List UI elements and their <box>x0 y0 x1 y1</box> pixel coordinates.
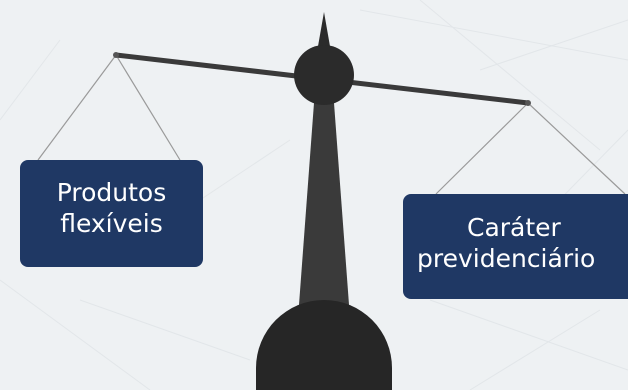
beam-end-left <box>113 52 119 58</box>
beam-end-right <box>525 100 531 106</box>
left-label-line2: flexíveis <box>20 208 203 239</box>
left-cord-outer <box>38 55 116 160</box>
scale-pivot <box>294 45 354 105</box>
right-label-line1: Caráter <box>417 212 628 243</box>
right-cord-outer <box>436 103 528 194</box>
left-cord-inner <box>116 55 180 160</box>
scale-base <box>256 300 392 390</box>
right-label-line2: previdenciário <box>417 243 628 274</box>
label-carater-previdenciario: Caráter previdenciário <box>403 194 628 299</box>
left-label-line1: Produtos <box>20 177 203 208</box>
label-produtos-flexiveis: Produtos flexíveis <box>20 160 203 267</box>
